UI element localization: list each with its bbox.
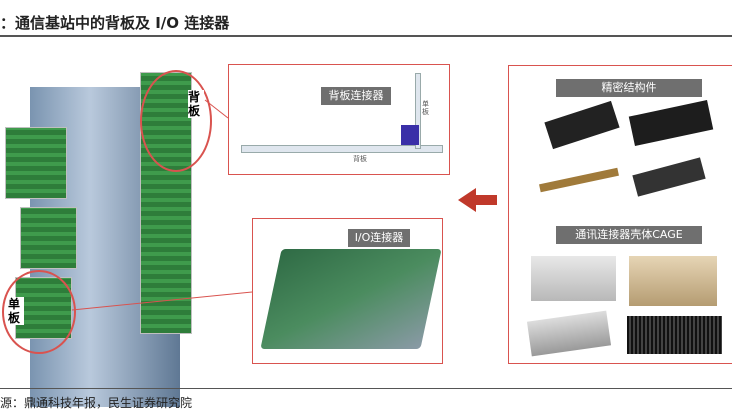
title-divider <box>0 35 732 37</box>
part-image <box>539 167 619 193</box>
cage-label: 通讯连接器壳体CAGE <box>556 226 702 244</box>
base-station-rack-image: 背板 单板 <box>0 42 215 407</box>
part-image <box>544 100 620 150</box>
backplane-label: 背板 <box>353 155 367 163</box>
board-label: 单板 <box>8 297 24 325</box>
backplane-connector-panel: 背板连接器 单板 背板 <box>228 64 450 175</box>
board-highlight <box>2 270 76 354</box>
backplane-label: 背板 <box>188 90 204 118</box>
backplane-highlight <box>140 70 212 172</box>
cage-image <box>629 256 717 306</box>
cage-image <box>627 316 722 354</box>
board-bar <box>415 73 421 149</box>
cage-image <box>531 256 616 301</box>
board-card <box>5 127 67 199</box>
connector-block <box>401 125 419 145</box>
board-card <box>20 207 77 269</box>
backplane-bar <box>241 145 443 153</box>
cage-image <box>526 310 612 357</box>
backplane-connector-callout: 背板连接器 <box>321 87 391 105</box>
source-note: 源：鼎通科技年报，民生证券研究院 <box>0 396 193 410</box>
part-image <box>628 100 714 146</box>
arrow-left-icon <box>458 188 497 212</box>
source-divider <box>0 388 732 389</box>
product-panel: 精密结构件 通讯连接器壳体CAGE <box>508 65 732 364</box>
part-image <box>632 157 706 197</box>
io-board-image <box>260 249 442 349</box>
board-label: 单板 <box>422 100 429 116</box>
io-connector-panel: I/O连接器 <box>252 218 443 364</box>
figure-title: ：通信基站中的背板及 I/O 连接器 <box>0 14 230 32</box>
io-connector-callout: I/O连接器 <box>348 229 410 247</box>
precision-parts-label: 精密结构件 <box>556 79 702 97</box>
